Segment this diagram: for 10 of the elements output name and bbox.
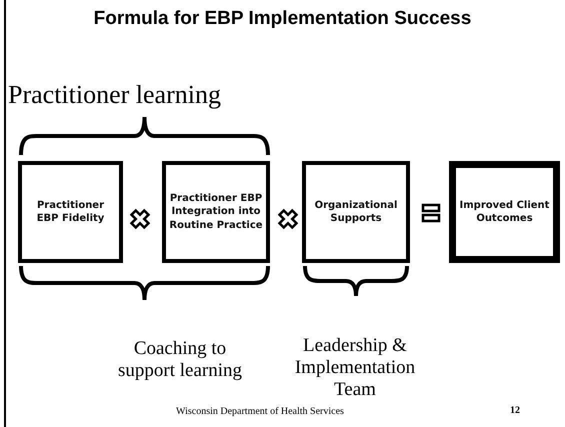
page-number: 12 <box>509 405 521 416</box>
section-heading: Practitioner learning <box>8 80 222 110</box>
formula-box: Organizational Supports <box>302 161 410 263</box>
formula-box: Improved Client Outcomes <box>449 161 560 263</box>
brace-label: Coaching to support learning <box>116 338 243 382</box>
formula-box: Practitioner EBP Fidelity <box>18 161 123 263</box>
footer-text: Wisconsin Department of Health Services <box>175 406 345 418</box>
title: Formula for EBP Implementation Success <box>92 8 472 30</box>
brace-label: Leadership & Implementation Team <box>294 335 416 401</box>
formula-box: Practitioner EBP Integration into Routine Practice <box>162 161 270 263</box>
